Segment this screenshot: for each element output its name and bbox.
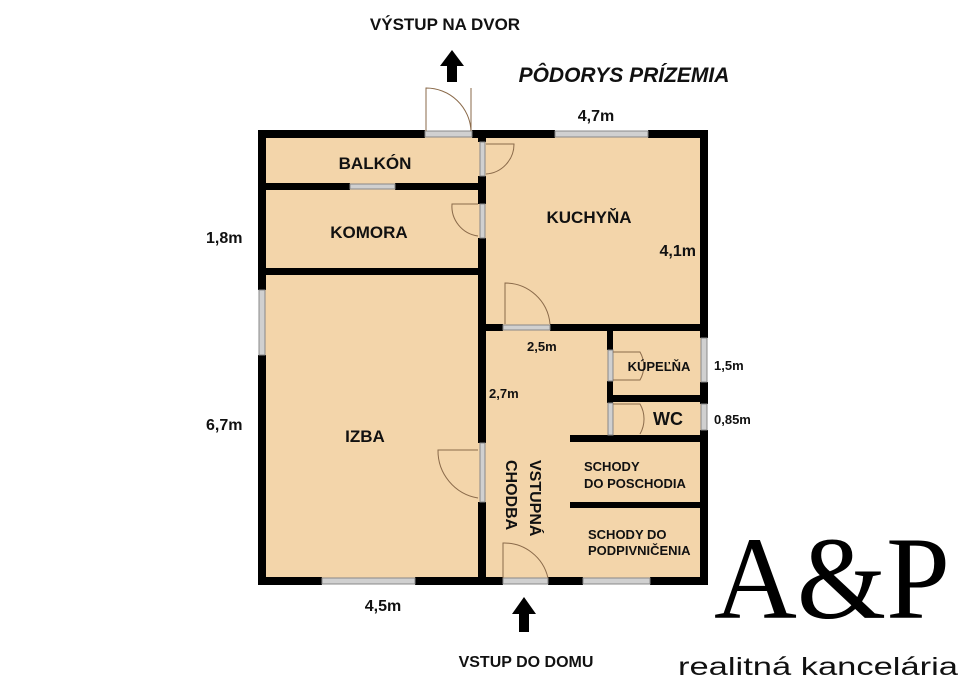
room-komora: KOMORA [330,223,407,242]
arrow-up-icon [440,50,464,82]
entrance-label: VSTUP DO DOMU [459,654,594,671]
dim-left-upper: 1,8m [206,230,242,247]
room-chodba-2: CHODBA [502,460,519,531]
room-chodba-1: VSTUPNÁ [526,460,545,537]
room-kuchyna: KUCHYŇA [547,208,632,227]
logo-tagline: realitná kancelária [678,653,958,679]
dim-chodba-len: 2,7m [489,386,519,401]
dim-chodba-width: 2,5m [527,339,557,354]
dim-top: 4,7m [578,108,614,125]
plan-title: PÔDORYS PRÍZEMIA [519,63,730,87]
exit-label: VÝSTUP NA DVOR [370,15,520,34]
room-schody-hore-1: SCHODY [584,459,640,474]
walls [258,130,708,585]
windows [258,130,708,585]
dim-wc: 0,85m [714,412,751,427]
room-schody-dole-2: PODPIVNIČENIA [588,543,691,558]
dim-left-lower: 6,7m [206,417,242,434]
logo-mark: A&P [714,513,950,644]
dim-kupelna: 1,5m [714,358,744,373]
room-kupelna: KÚPEĽŇA [628,359,691,374]
dim-bottom: 4,5m [365,598,401,615]
room-wc: WC [653,409,683,429]
room-izba: IZBA [345,427,385,446]
arrow-up-icon [512,597,536,632]
door-swings [425,87,645,579]
dim-kuchyna: 4,1m [660,243,696,260]
room-schody-dole-1: SCHODY DO [588,527,667,542]
room-balkon: BALKÓN [339,154,412,173]
room-schody-hore-2: DO POSCHODIA [584,476,686,491]
